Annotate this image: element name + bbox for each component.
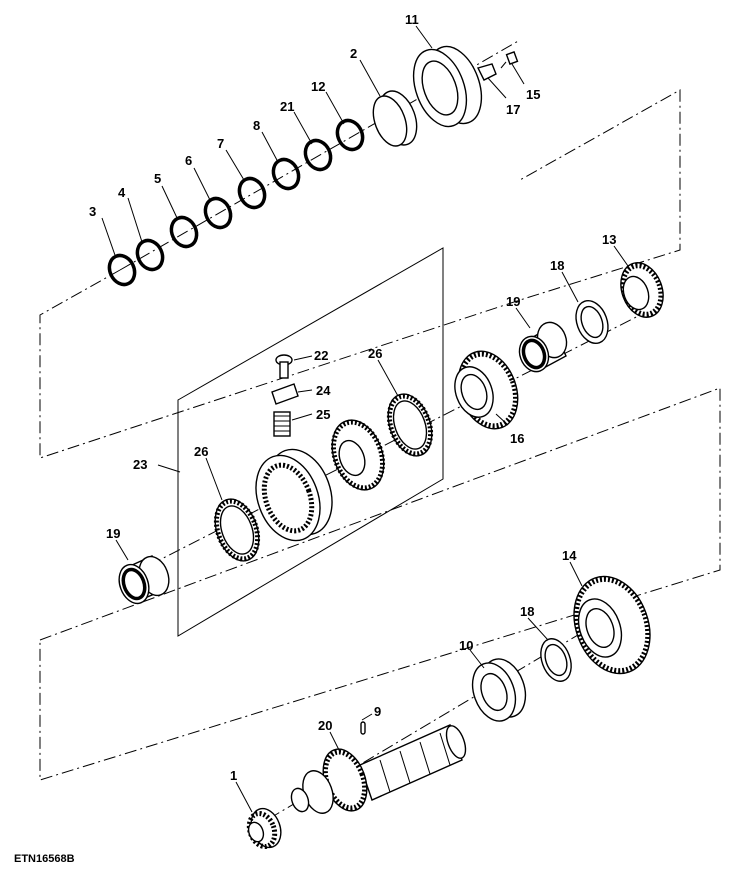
bearing-cone-1 <box>246 807 282 849</box>
shift-collar <box>255 448 333 542</box>
callout-5: 5 <box>154 171 161 186</box>
callout-16: 16 <box>510 431 524 446</box>
detent-pin-22 <box>275 354 293 379</box>
synchronizer-ring-26-right <box>386 393 434 457</box>
leader-lines <box>101 25 629 813</box>
figure-id: ETN16568B <box>14 853 75 865</box>
callout-26-right: 26 <box>368 346 382 361</box>
snap-ring-7 <box>237 176 267 210</box>
callout-18-upper: 18 <box>550 258 564 273</box>
callout-3: 3 <box>89 204 96 219</box>
bearing-cup-11 <box>412 45 483 128</box>
gear-14 <box>573 575 651 675</box>
callout-19-upper: 19 <box>506 294 520 309</box>
callout-11: 11 <box>405 12 419 27</box>
callout-labels: 1 2 3 4 5 6 7 8 9 10 11 12 13 14 15 16 1… <box>89 12 616 783</box>
spring-25 <box>273 411 291 437</box>
spring-seat-24 <box>271 383 299 405</box>
callout-12: 12 <box>311 79 325 94</box>
snap-ring-21 <box>303 138 333 172</box>
cap-screw-15 <box>500 51 519 69</box>
callout-4: 4 <box>118 185 126 200</box>
lock-tab-17 <box>476 63 497 81</box>
main-shaft-20 <box>290 724 467 814</box>
callout-10: 10 <box>459 638 473 653</box>
needle-bearing-19-lower <box>118 555 170 605</box>
bearing-cup-10 <box>471 658 527 722</box>
synchronizer-ring-26-left <box>213 498 261 562</box>
callout-17: 17 <box>506 102 520 117</box>
callout-15: 15 <box>526 87 540 102</box>
callout-18-lower: 18 <box>520 604 534 619</box>
callout-19-lower: 19 <box>106 526 120 541</box>
synchronizer-assembly-box <box>177 247 444 637</box>
callout-22: 22 <box>314 348 328 363</box>
snap-ring-12 <box>335 118 365 152</box>
callout-6: 6 <box>185 153 192 168</box>
thrust-washer-18-upper <box>575 299 609 345</box>
snap-ring-3 <box>107 253 137 287</box>
callout-1: 1 <box>230 768 237 783</box>
callout-26-left: 26 <box>194 444 208 459</box>
needle-bearing-19-upper <box>518 321 568 373</box>
pin-9 <box>360 721 366 735</box>
callout-9: 9 <box>374 704 381 719</box>
callout-21: 21 <box>280 99 294 114</box>
snap-ring-6 <box>203 196 233 230</box>
gear-16 <box>454 350 519 430</box>
callout-23: 23 <box>133 457 147 472</box>
spacer-ring-2 <box>372 90 418 147</box>
callout-7: 7 <box>217 136 224 151</box>
callout-2: 2 <box>350 46 357 61</box>
snap-ring-4 <box>135 238 165 272</box>
snap-ring-5 <box>169 215 199 249</box>
thrust-washer-18-lower <box>540 638 572 682</box>
callout-20: 20 <box>318 718 332 733</box>
callout-14: 14 <box>562 548 577 563</box>
callout-13: 13 <box>602 232 616 247</box>
callout-8: 8 <box>253 118 260 133</box>
callout-24: 24 <box>316 383 331 398</box>
synchronizer-hub <box>330 419 386 491</box>
bearing-cone-13 <box>620 262 664 318</box>
snap-ring-8 <box>271 157 301 191</box>
snap-ring-set <box>107 118 365 287</box>
callout-25: 25 <box>316 407 330 422</box>
